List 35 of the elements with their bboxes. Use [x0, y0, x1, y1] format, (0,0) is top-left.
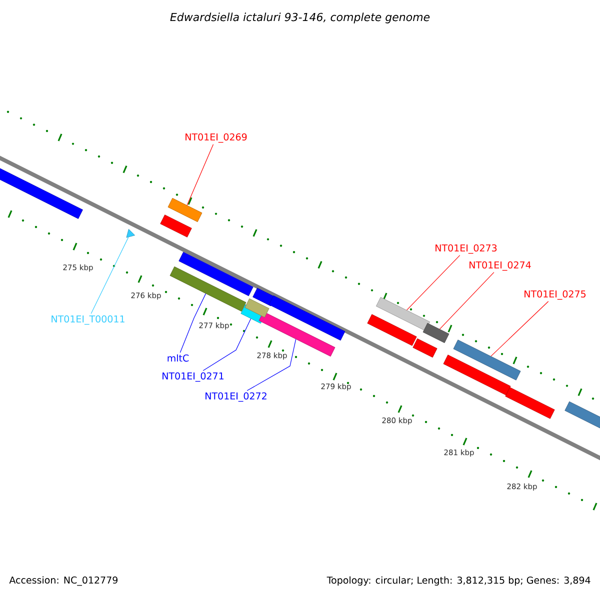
leader-line — [186, 144, 214, 206]
gene-bar — [244, 298, 270, 318]
leader-line — [406, 255, 460, 310]
gene-bar — [443, 354, 511, 396]
gene-label: mltC — [168, 354, 189, 362]
accession-text: Accession: NC_012779 — [9, 576, 118, 586]
gene-bar — [252, 288, 276, 306]
title: Edwardsiella ictaluri 93-146, complete genome — [170, 12, 430, 24]
gene-label: NT01EI_0275 — [524, 290, 586, 300]
gene-bar — [564, 401, 600, 429]
gene-bar — [178, 252, 254, 296]
gene-label: NT01EI_0273 — [436, 244, 497, 254]
leader-line — [90, 236, 129, 314]
gene-label: NT01EI_0271 — [162, 372, 224, 382]
gene-bar — [453, 340, 521, 380]
gene-bar — [367, 314, 417, 346]
genome-info-text: Topology: circular; Length: 3,812,315 bp; Genes: 3,894 — [326, 576, 590, 586]
gene-label: NT01EI_T00011 — [52, 315, 124, 325]
gene-bar — [168, 198, 202, 222]
gene-bar — [268, 295, 346, 341]
gene-triangle — [126, 228, 136, 238]
gene-label: NT01EI_0272 — [206, 392, 266, 402]
gene-bar — [0, 167, 83, 219]
gene-bar — [412, 338, 438, 358]
gene-bar — [160, 214, 192, 238]
gene-label: NT01EI_0274 — [470, 261, 531, 271]
gene-bar — [505, 387, 555, 419]
leader-line — [490, 301, 549, 356]
gene-bar — [422, 322, 450, 344]
leader-line — [246, 338, 296, 391]
gene-label: NT01EI_0269 — [186, 133, 247, 143]
leader-line — [439, 272, 494, 330]
gene-bar — [170, 266, 246, 312]
gene-bar — [376, 297, 430, 331]
leader-line — [180, 293, 206, 353]
